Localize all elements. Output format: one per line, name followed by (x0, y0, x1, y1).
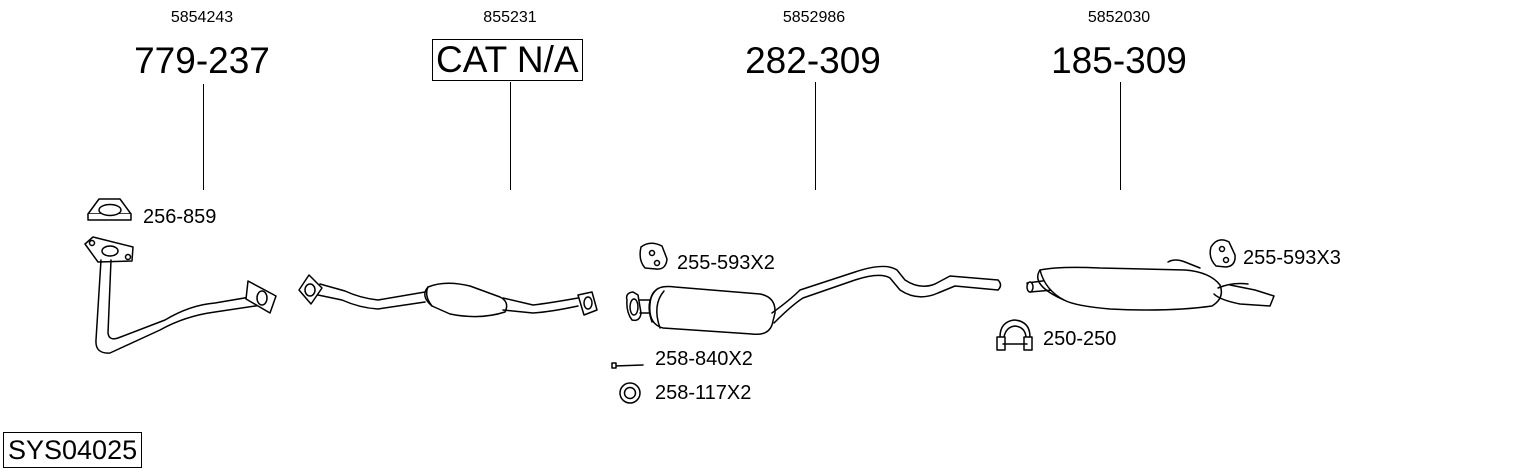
bolt-icon[interactable] (611, 362, 644, 369)
centre-silencer-icon[interactable] (625, 265, 1002, 336)
rubber-mount-rear-icon[interactable] (1209, 239, 1236, 268)
label-clamp[interactable]: 250-250 (1043, 328, 1117, 350)
clamp-icon[interactable] (996, 319, 1033, 351)
oem-number-centre-silencer: 5852986 (782, 9, 846, 26)
ring-gasket-icon[interactable] (619, 382, 641, 404)
label-rubber-mount-rear[interactable]: 255-593X3 (1243, 247, 1341, 269)
part-number-centre-silencer[interactable]: 282-309 (745, 40, 881, 81)
system-id-label: SYS04025 (3, 432, 143, 468)
label-bolt[interactable]: 258-840X2 (655, 348, 753, 370)
label-ring-gasket[interactable]: 258-117X2 (655, 382, 752, 404)
gasket-icon[interactable] (87, 198, 132, 221)
leader-line-catalytic-converter (510, 82, 511, 190)
leader-line-rear-silencer (1120, 82, 1121, 190)
label-gasket[interactable]: 256-859 (143, 206, 217, 228)
leader-line-centre-silencer (815, 82, 816, 190)
label-rubber-mount-centre[interactable]: 255-593X2 (677, 252, 775, 274)
part-number-front-pipe[interactable]: 779-237 (134, 40, 270, 81)
rear-silencer-icon[interactable] (1026, 259, 1275, 311)
leader-line-front-pipe (203, 84, 204, 190)
oem-number-catalytic-converter: 855231 (483, 9, 537, 26)
catalytic-converter-icon[interactable] (298, 274, 598, 318)
front-pipe-icon[interactable] (84, 236, 277, 354)
part-number-catalytic-converter[interactable]: CAT N/A (432, 39, 583, 81)
part-number-rear-silencer[interactable]: 185-309 (1051, 40, 1187, 81)
oem-number-rear-silencer: 5852030 (1087, 9, 1151, 26)
rubber-mount-icon[interactable] (639, 242, 668, 270)
oem-number-front-pipe: 5854243 (170, 9, 234, 26)
